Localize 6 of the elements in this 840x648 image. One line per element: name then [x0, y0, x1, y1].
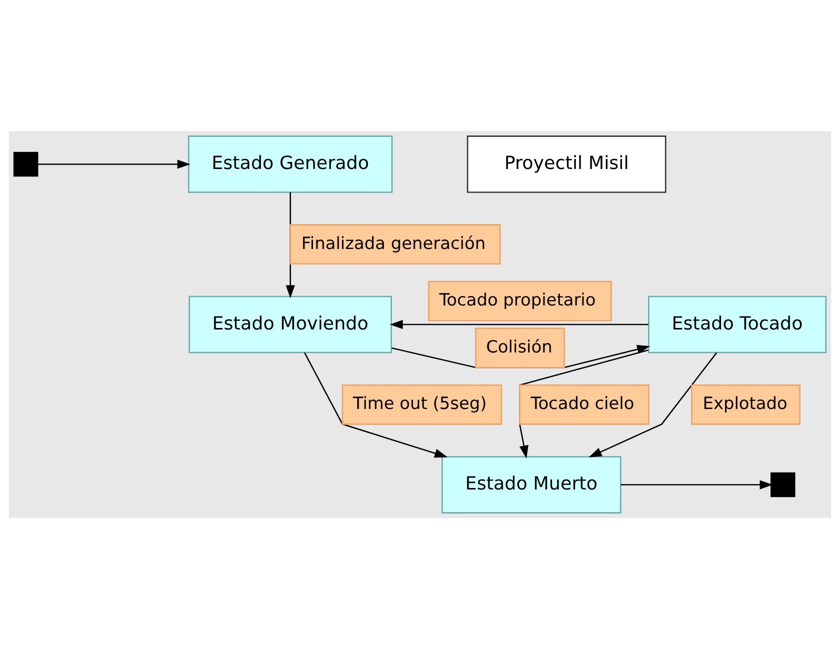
edge-label: Colisión — [486, 336, 552, 356]
edge-label: Tocado cielo — [530, 392, 634, 413]
edge-label: Explotado — [702, 392, 788, 413]
edge-label: Finalizada generación — [301, 232, 486, 252]
edge-label: Time out (5seg) — [352, 392, 487, 413]
edge-label: Tocado propietario — [439, 288, 596, 309]
